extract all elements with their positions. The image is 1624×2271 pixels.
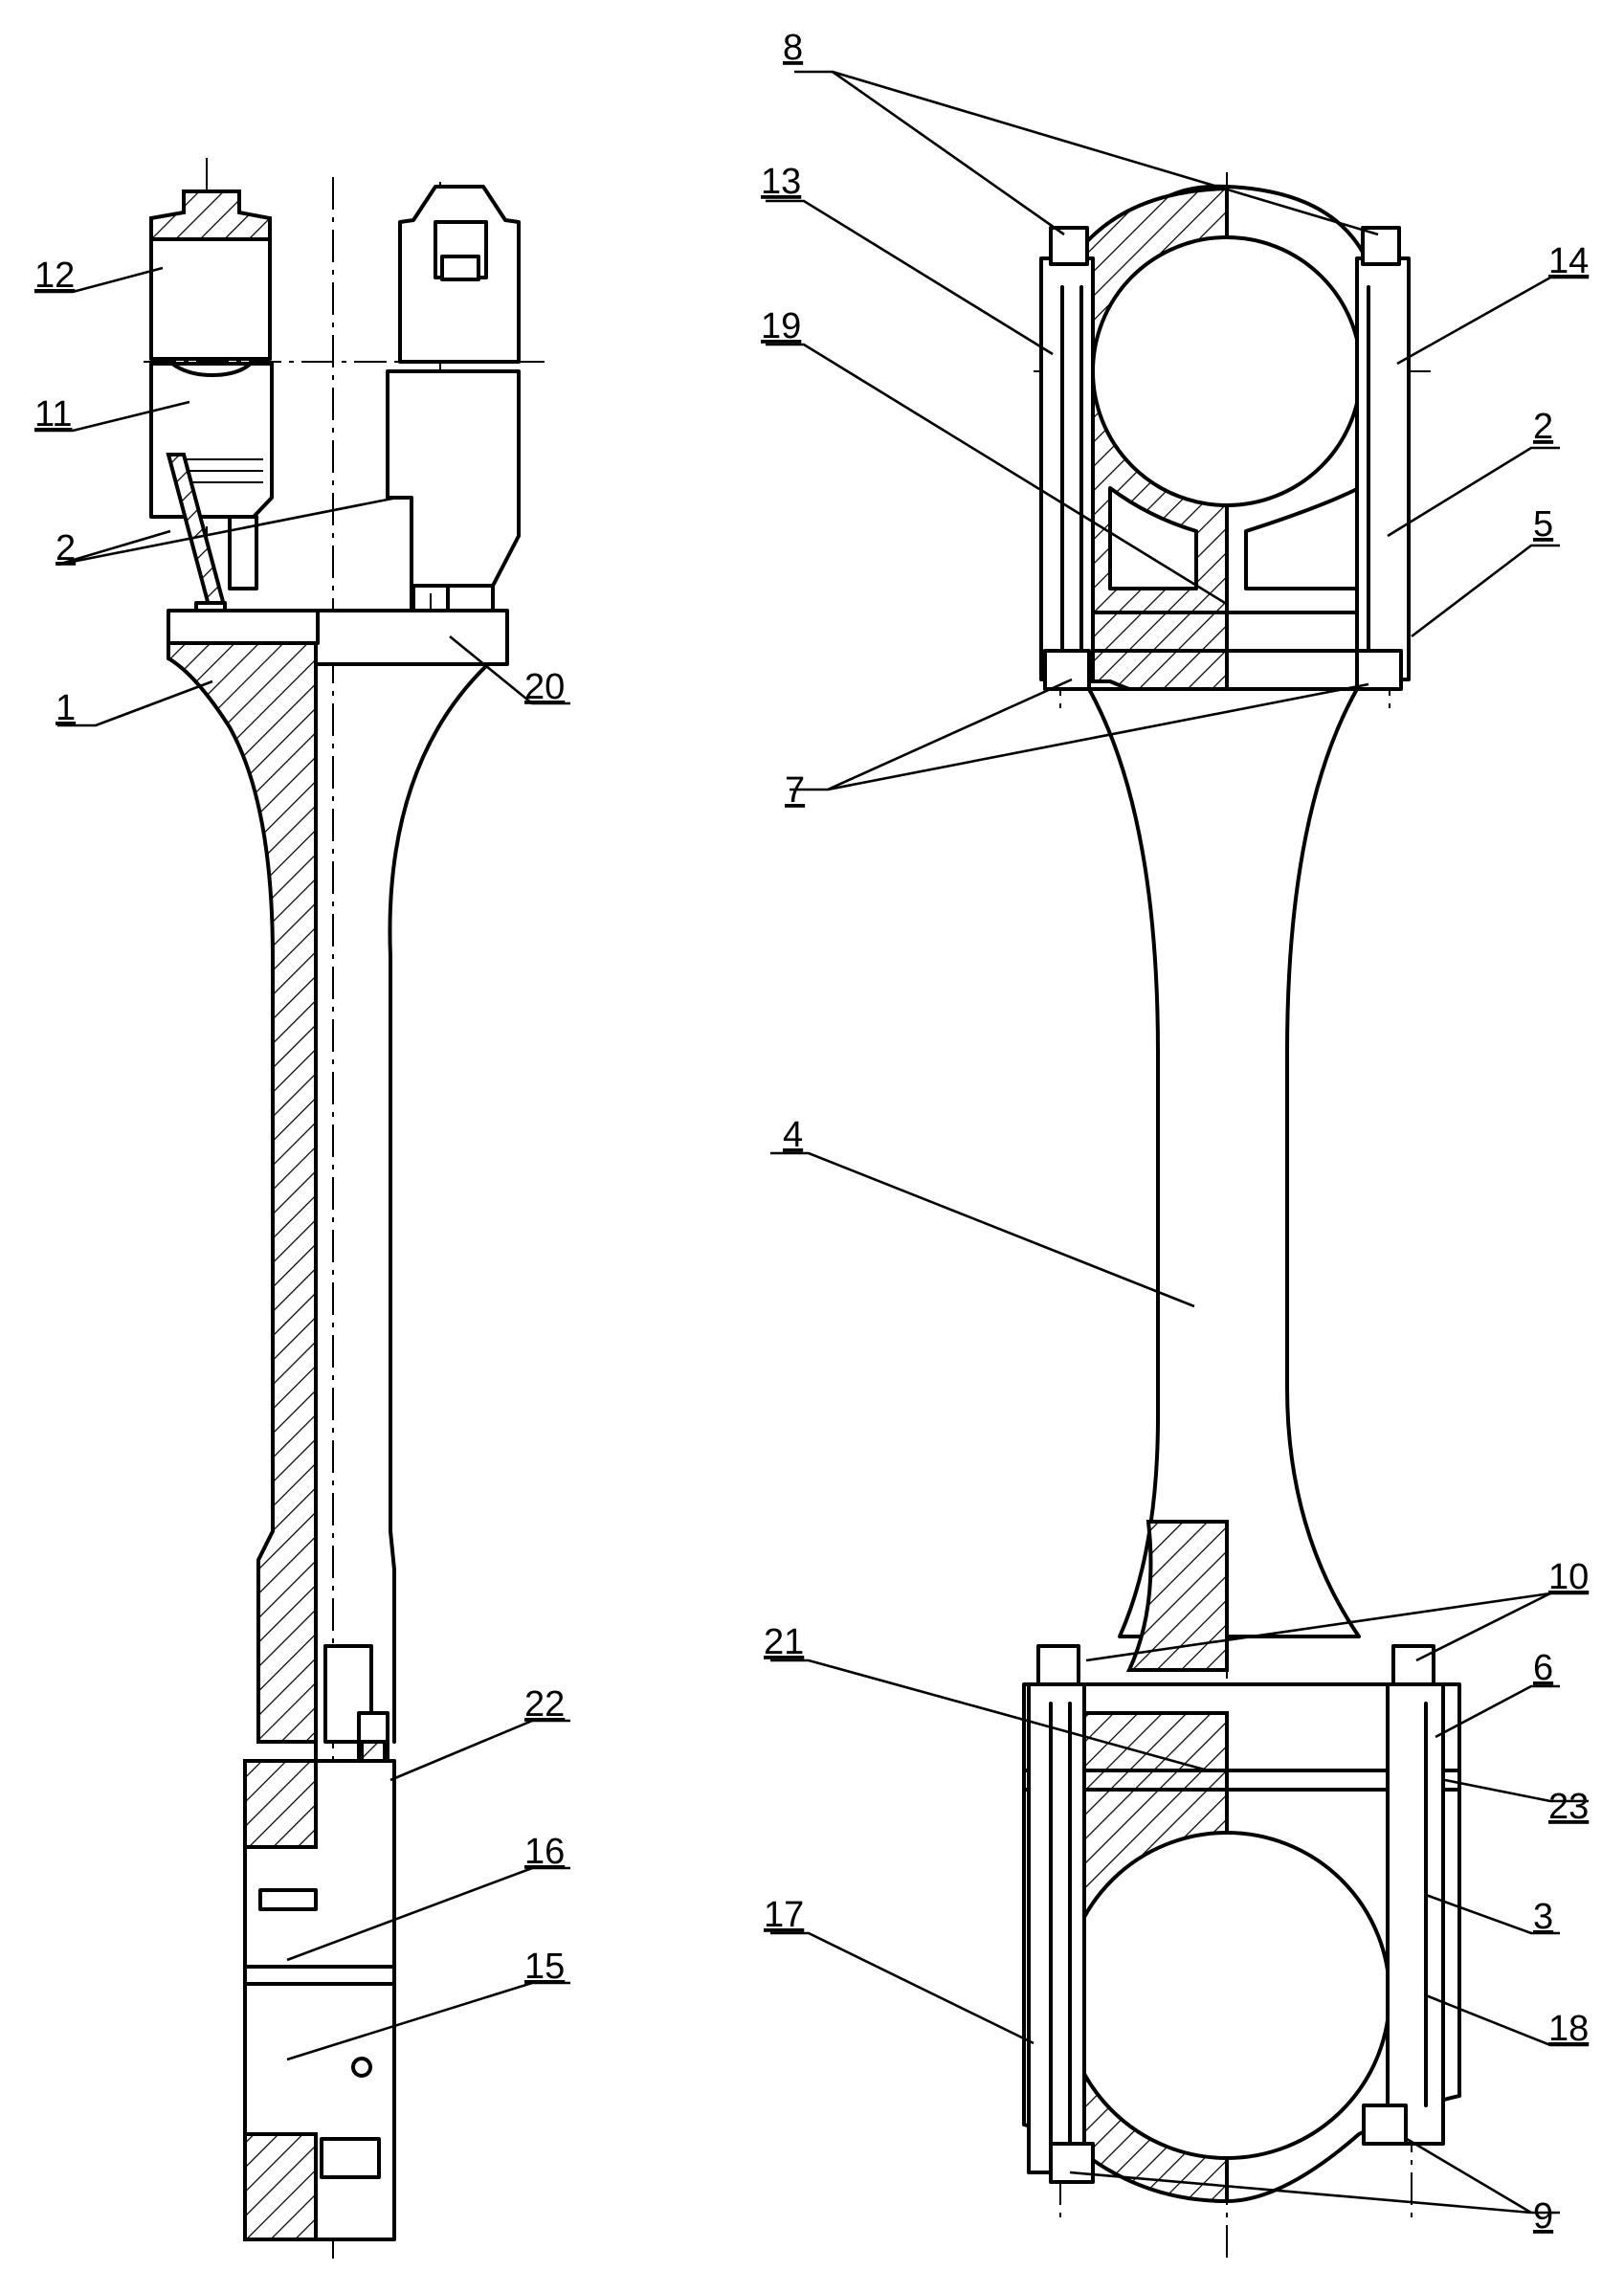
label-2-left: 2 <box>56 528 76 568</box>
label-1: 1 <box>56 688 76 728</box>
right-leaders <box>766 70 1589 2215</box>
label-23: 23 <box>1548 1787 1589 1827</box>
label-2-right: 2 <box>1533 407 1553 447</box>
label-21: 21 <box>764 1622 804 1662</box>
label-13: 13 <box>761 162 801 202</box>
left-rod-body <box>167 609 509 1811</box>
label-12: 12 <box>34 256 75 296</box>
label-9: 9 <box>1533 2196 1553 2237</box>
label-14: 14 <box>1548 241 1589 281</box>
label-22: 22 <box>524 1684 565 1725</box>
label-15: 15 <box>524 1947 565 1987</box>
label-16: 16 <box>524 1832 565 1872</box>
upper-head <box>1039 184 1411 716</box>
label-17: 17 <box>764 1895 804 1935</box>
left-side-view <box>34 158 570 2259</box>
label-19: 19 <box>761 306 801 346</box>
lower-head <box>1022 1644 1461 2204</box>
left-leaders <box>34 266 570 2061</box>
right-front-view <box>766 70 1589 2263</box>
shank <box>1087 687 1361 1672</box>
label-8: 8 <box>783 28 803 68</box>
label-20: 20 <box>524 667 565 707</box>
label-5: 5 <box>1533 504 1553 545</box>
label-10: 10 <box>1548 1557 1589 1597</box>
label-3: 3 <box>1533 1897 1553 1937</box>
label-18: 18 <box>1548 2009 1589 2049</box>
label-6: 6 <box>1533 1648 1553 1688</box>
label-11: 11 <box>34 394 72 434</box>
label-4: 4 <box>783 1115 803 1155</box>
label-7: 7 <box>785 770 805 811</box>
left-lower-cap <box>243 1759 396 2241</box>
right-piston-assembly <box>386 185 521 646</box>
left-piston-assembly <box>149 189 274 638</box>
part-labels: 12 11 2 1 20 22 16 15 8 13 14 19 2 5 7 4… <box>34 28 1589 2237</box>
